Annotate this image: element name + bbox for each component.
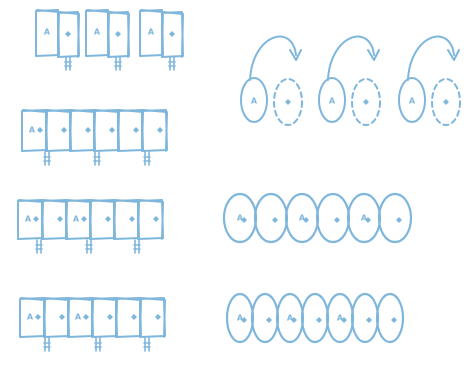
panel-label: A	[94, 28, 101, 37]
strip-dot	[35, 314, 41, 320]
strip-dot	[37, 127, 43, 133]
strip-stand	[44, 152, 50, 165]
pod-label: A	[329, 97, 336, 106]
strip-panel	[138, 200, 163, 239]
strip-panel	[70, 110, 95, 151]
panel-label: A	[148, 28, 155, 37]
pod-label: A	[251, 97, 258, 106]
pod-label: A	[409, 97, 416, 106]
pod-dot	[363, 99, 369, 105]
strip-panel	[42, 200, 67, 239]
chain-dot	[334, 217, 340, 223]
strip-label: A	[25, 215, 32, 224]
chain-dot	[396, 217, 402, 223]
left-diagram-column: A A A A A A A A	[18, 10, 183, 351]
panel-dot	[65, 31, 71, 37]
strip-panel	[44, 298, 69, 337]
pod-dot	[285, 99, 291, 105]
panel-stand	[169, 57, 175, 70]
chain-label: A	[337, 314, 344, 323]
strip-dot	[155, 314, 161, 320]
strip-dot	[107, 314, 113, 320]
strip-panel	[142, 110, 167, 151]
strip-stand	[94, 152, 100, 165]
chain-oval	[302, 294, 328, 342]
strip-label: A	[75, 313, 82, 322]
strip-dot	[61, 127, 67, 133]
strip-label: A	[27, 313, 34, 322]
chain-dot	[391, 317, 397, 323]
strip-panel	[116, 298, 141, 337]
panel-dot	[115, 31, 121, 37]
swap-arrow	[328, 37, 374, 80]
strip-dot	[105, 216, 111, 222]
strip-dot	[131, 314, 137, 320]
strip-panel	[94, 110, 119, 151]
strip-stand	[44, 338, 50, 351]
strip-stand	[86, 240, 92, 253]
strip-dot	[133, 127, 139, 133]
strip-dot	[157, 127, 163, 133]
strip-label: A	[29, 126, 36, 135]
strip-dot	[153, 216, 159, 222]
chain-oval	[255, 194, 287, 242]
chain-oval	[317, 194, 349, 242]
strip-dot	[85, 127, 91, 133]
strip-stand	[36, 240, 42, 253]
chain-label: A	[287, 314, 294, 323]
strip-panel	[90, 200, 115, 239]
swap-arrow	[408, 37, 454, 80]
strip-dot	[83, 314, 89, 320]
right-diagram-column: A A A A A A A A A	[224, 37, 460, 342]
strip-dot	[33, 216, 39, 222]
chain-label: A	[237, 314, 244, 323]
strip-panel	[114, 200, 139, 239]
strip-panel	[118, 110, 143, 151]
chain-dot	[272, 217, 278, 223]
strip-panel	[140, 298, 165, 337]
strip-dot	[81, 216, 87, 222]
chain-dot	[366, 317, 372, 323]
panel-dot	[169, 31, 175, 37]
strip-panel	[46, 110, 71, 151]
chain-label: A	[361, 214, 368, 223]
chain-label: A	[237, 214, 244, 223]
strip-stand	[144, 338, 150, 351]
panel-stand	[65, 57, 71, 70]
panel-label: A	[44, 28, 51, 37]
chain-oval	[377, 294, 403, 342]
strip-panel	[92, 298, 117, 337]
strip-label: A	[73, 215, 80, 224]
strip-dot	[59, 314, 65, 320]
strip-stand	[134, 240, 140, 253]
panel-stand	[115, 57, 121, 70]
strip-dot	[57, 216, 63, 222]
chain-oval	[379, 194, 411, 242]
chain-label: A	[299, 214, 306, 223]
pod-dot	[443, 99, 449, 105]
strip-stand	[144, 152, 150, 165]
chain-dot	[316, 317, 322, 323]
strip-dot	[109, 127, 115, 133]
strip-stand	[95, 338, 101, 351]
chain-oval	[352, 294, 378, 342]
strip-dot	[129, 216, 135, 222]
chain-dot	[266, 317, 272, 323]
swap-arrow	[250, 37, 296, 80]
chain-oval	[252, 294, 278, 342]
